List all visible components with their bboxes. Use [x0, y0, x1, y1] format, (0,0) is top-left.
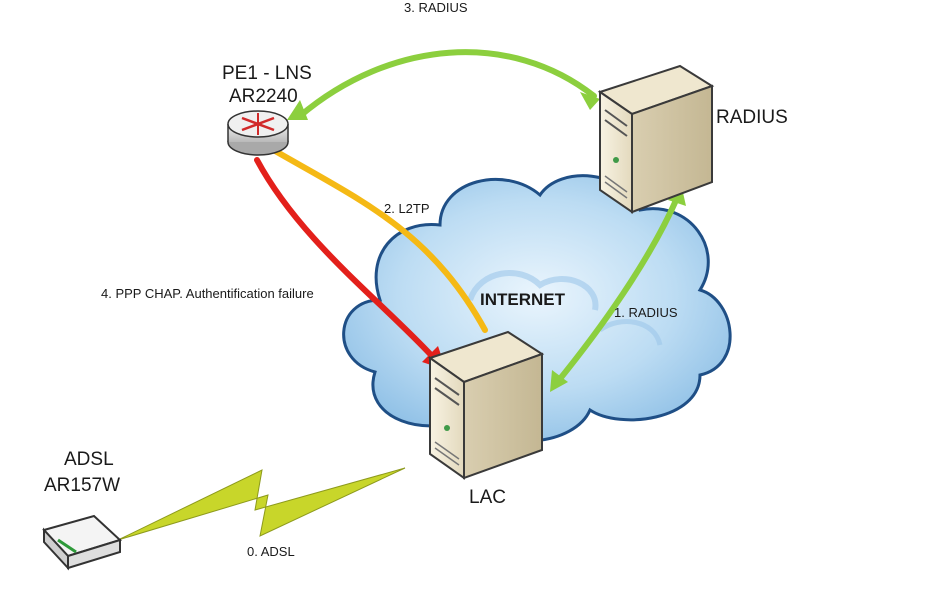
radius-link-1-label: 1. RADIUS [614, 305, 678, 320]
adsl-modem-icon [42, 514, 122, 571]
lac-server-label: LAC [469, 487, 506, 508]
l2tp-link-label: 2. L2TP [384, 201, 430, 216]
adsl-model-label: AR157W [44, 475, 121, 496]
lns-model-label: AR2240 [229, 86, 298, 107]
adsl-link-bolt [117, 467, 406, 541]
radius-link-3 [287, 49, 600, 120]
adsl-name-label: ADSL [64, 449, 114, 470]
radius-server-label: RADIUS [716, 107, 788, 128]
ppp-chap-link-label: 4. PPP CHAP. Authentification failure [101, 286, 314, 301]
adsl-link-label: 0. ADSL [247, 544, 295, 559]
lac-server-icon [427, 330, 545, 480]
l2tp-link [267, 145, 488, 333]
lns-router-icon [227, 110, 289, 156]
lns-name-label: PE1 - LNS [222, 63, 312, 84]
radius-link-3-label: 3. RADIUS [404, 0, 468, 15]
radius-server-icon [597, 64, 715, 214]
internet-cloud-label: INTERNET [480, 290, 565, 309]
